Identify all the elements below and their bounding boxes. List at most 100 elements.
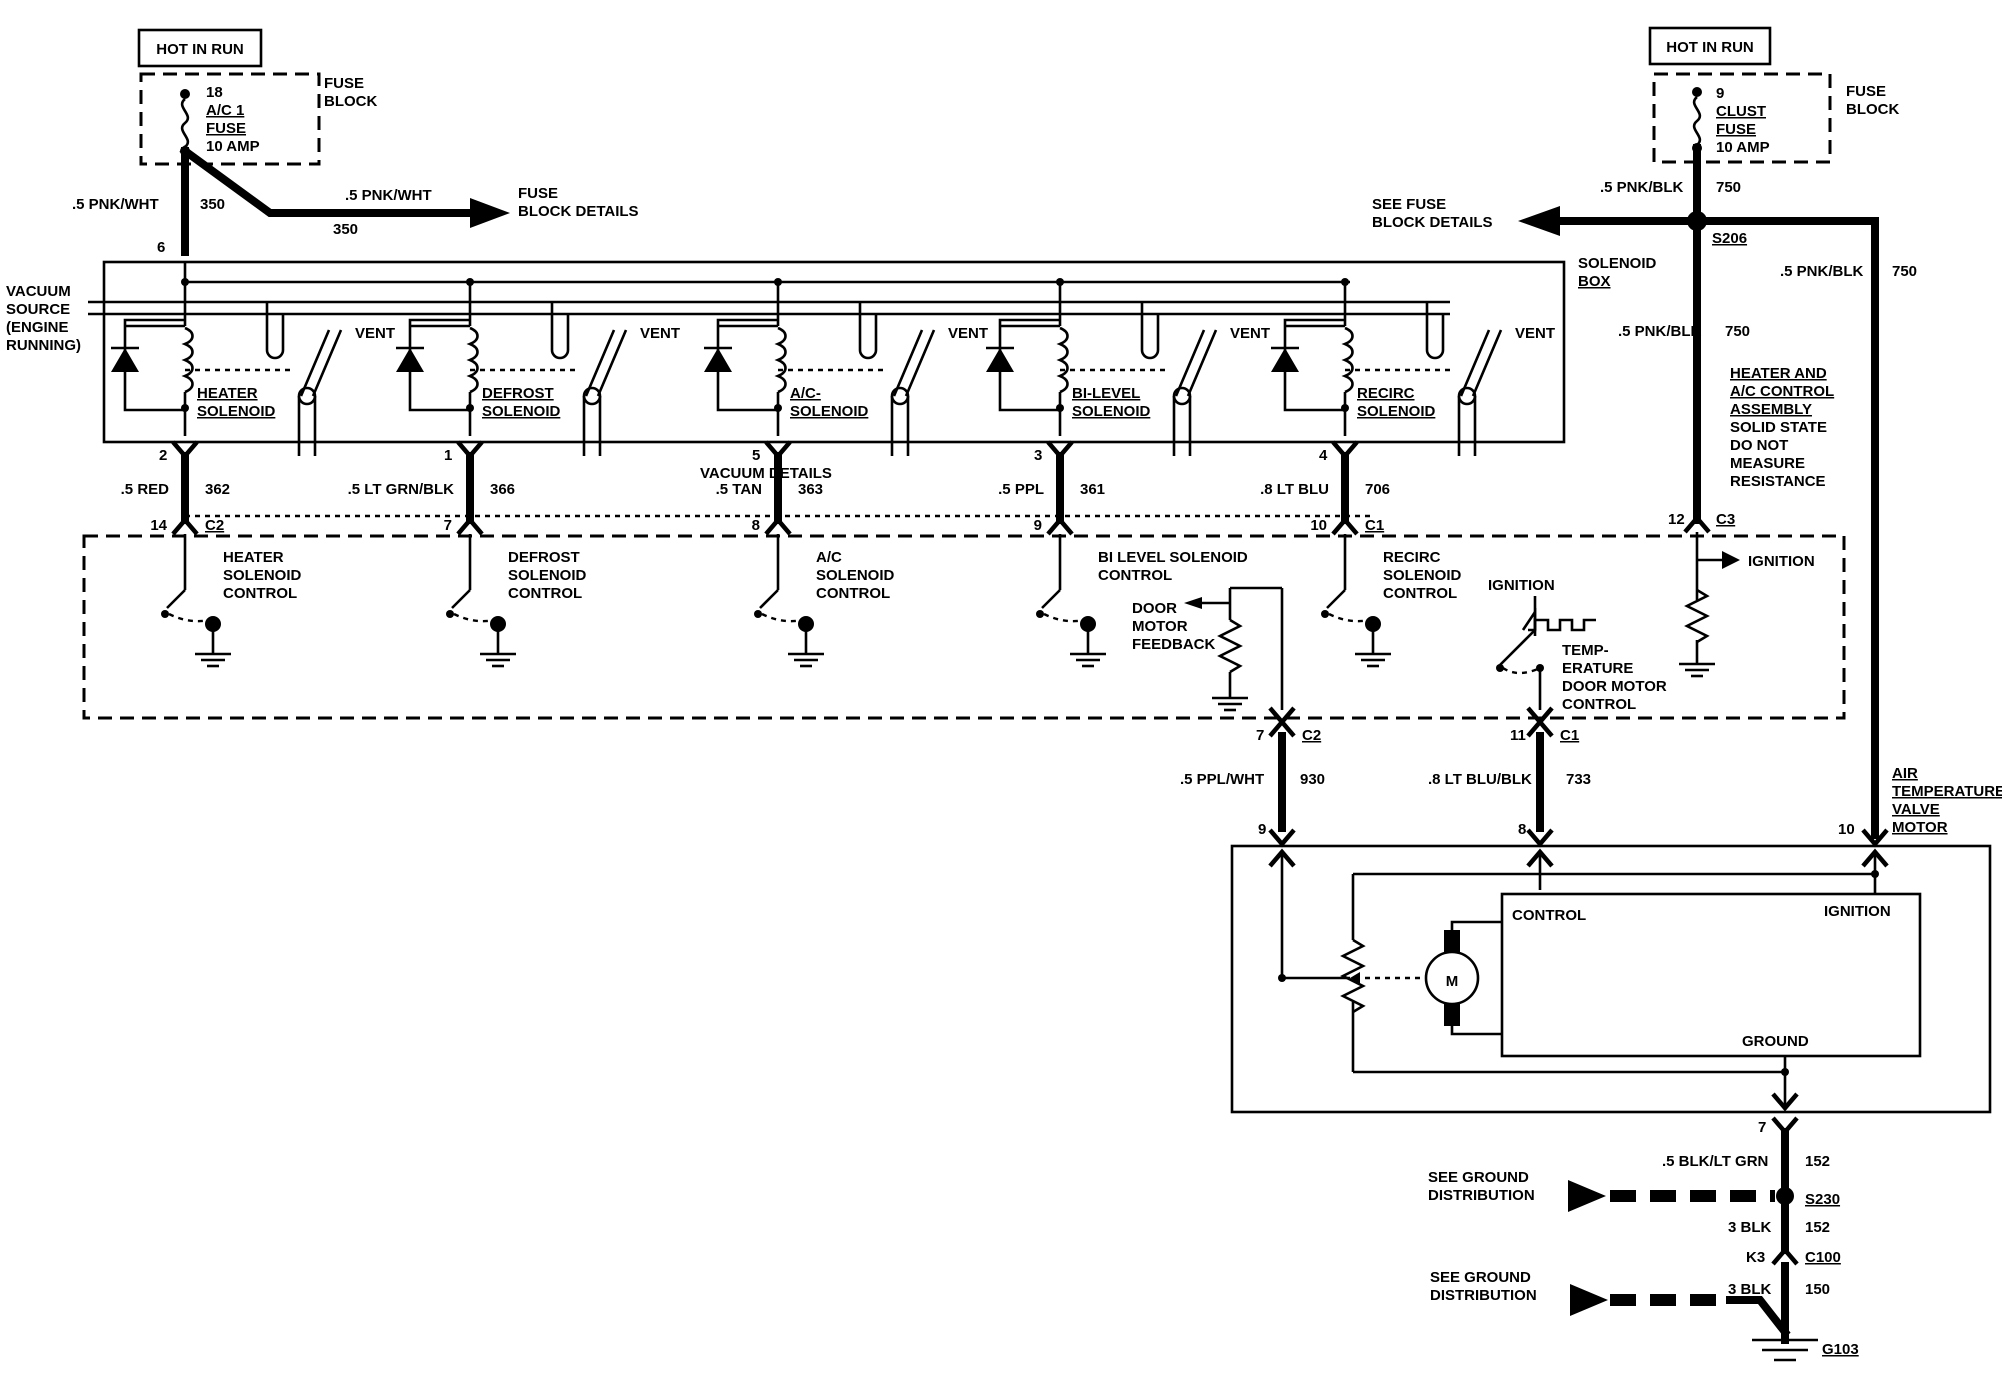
svg-text:SOLID STATE: SOLID STATE <box>1730 419 1827 436</box>
wire-color: .5 PPL <box>998 481 1044 498</box>
svg-text:3 BLK: 3 BLK <box>1728 1281 1772 1298</box>
svg-text:11: 11 <box>1510 727 1526 744</box>
svg-text:DISTRIBUTION: DISTRIBUTION <box>1428 1187 1535 1204</box>
svg-text:FUSE: FUSE <box>518 185 558 202</box>
control-label: CONTROL <box>508 585 582 602</box>
control-label: HEATER <box>223 549 284 566</box>
control-label: SOLENOID <box>1383 567 1462 584</box>
svg-text:G103: G103 <box>1822 1341 1859 1358</box>
hot-in-run-right: HOT IN RUN <box>1648 26 1772 66</box>
control-label: SOLENOID <box>508 567 587 584</box>
ground-circuit: 7 .5 BLK/LT GRN 152 S230 SEE GROUND DIST… <box>1428 1118 1859 1362</box>
svg-text:VALVE: VALVE <box>1892 801 1940 818</box>
svg-text:FEEDBACK: FEEDBACK <box>1132 636 1216 653</box>
svg-text:HOT IN RUN: HOT IN RUN <box>1666 39 1754 56</box>
svg-text:DOOR MOTOR: DOOR MOTOR <box>1562 678 1667 695</box>
svg-text:CLUST: CLUST <box>1716 103 1766 120</box>
solenoid-label: SOLENOID <box>1357 403 1436 420</box>
wire-color: .5 TAN <box>716 481 762 498</box>
svg-text:IGNITION: IGNITION <box>1488 577 1555 594</box>
svg-text:S206: S206 <box>1712 230 1747 247</box>
svg-text:K3: K3 <box>1746 1249 1765 1266</box>
wire-color: .5 LT GRN/BLK <box>348 481 455 498</box>
svg-text:9: 9 <box>1258 821 1266 838</box>
svg-text:ASSEMBLY: ASSEMBLY <box>1730 401 1812 418</box>
control-label: CONTROL <box>1098 567 1172 584</box>
svg-text:BLOCK DETAILS: BLOCK DETAILS <box>1372 214 1493 231</box>
solenoid-label: SOLENOID <box>790 403 869 420</box>
wire-number: 361 <box>1080 481 1105 498</box>
pin-number: 2 <box>159 447 167 464</box>
svg-text:12: 12 <box>1668 511 1685 528</box>
solenoid-name: A/C- <box>790 385 821 402</box>
solenoid-name: RECIRC <box>1357 385 1415 402</box>
connector-id: C2 <box>205 517 224 534</box>
solenoid-name: DEFROST <box>482 385 554 402</box>
svg-text:SEE FUSE: SEE FUSE <box>1372 196 1446 213</box>
svg-text:TEMPERATURE: TEMPERATURE <box>1892 783 2002 800</box>
svg-text:S230: S230 <box>1805 1191 1840 1208</box>
wire-color: .5 RED <box>121 481 170 498</box>
svg-text:A/C 1: A/C 1 <box>206 102 244 119</box>
svg-text:CONTROL: CONTROL <box>1512 907 1586 924</box>
svg-text:930: 930 <box>1300 771 1325 788</box>
svg-text:SEE GROUND: SEE GROUND <box>1428 1169 1529 1186</box>
vent-label: VENT <box>355 325 395 342</box>
svg-text:6: 6 <box>157 239 165 256</box>
svg-text:FUSE: FUSE <box>1846 83 1886 100</box>
svg-text:C100: C100 <box>1805 1249 1841 1266</box>
svg-text:150: 150 <box>1805 1281 1830 1298</box>
pin-number: 1 <box>444 447 452 464</box>
svg-text:GROUND: GROUND <box>1742 1033 1809 1050</box>
svg-text:.5 PNK/WHT: .5 PNK/WHT <box>345 187 432 204</box>
svg-text:FUSE: FUSE <box>1716 121 1756 138</box>
svg-text:VACUUM DETAILS: VACUUM DETAILS <box>700 465 832 482</box>
svg-text:350: 350 <box>200 196 225 213</box>
svg-text:750: 750 <box>1892 263 1917 280</box>
svg-text:BLOCK: BLOCK <box>324 93 377 110</box>
svg-text:10: 10 <box>1838 821 1855 838</box>
connector-pin: 8 <box>752 517 760 534</box>
solenoid-label: SOLENOID <box>1072 403 1151 420</box>
svg-text:AIR: AIR <box>1892 765 1918 782</box>
svg-text:C2: C2 <box>1302 727 1321 744</box>
svg-text:RESISTANCE: RESISTANCE <box>1730 473 1826 490</box>
control-label: RECIRC <box>1383 549 1441 566</box>
svg-text:DISTRIBUTION: DISTRIBUTION <box>1430 1287 1537 1304</box>
svg-text:DO NOT: DO NOT <box>1730 437 1788 454</box>
vent-label: VENT <box>1515 325 1555 342</box>
pin-number: 5 <box>752 447 760 464</box>
wire-number: 362 <box>205 481 230 498</box>
wire-930: 7 C2 .5 PPL/WHT 930 9 <box>1180 708 1325 844</box>
svg-text:ERATURE: ERATURE <box>1562 660 1633 677</box>
svg-text:M: M <box>1446 973 1459 990</box>
svg-text:IGNITION: IGNITION <box>1824 903 1891 920</box>
svg-text:152: 152 <box>1805 1219 1830 1236</box>
wire-number: 366 <box>490 481 515 498</box>
svg-text:MOTOR: MOTOR <box>1892 819 1948 836</box>
control-assembly: HEATER AND A/C CONTROL ASSEMBLY SOLID ST… <box>82 365 1846 720</box>
pin-number: 3 <box>1034 447 1042 464</box>
svg-text:FUSE: FUSE <box>324 75 364 92</box>
svg-text:FUSE: FUSE <box>206 120 246 137</box>
svg-text:RUNNING): RUNNING) <box>6 337 81 354</box>
svg-text:BLOCK: BLOCK <box>1846 101 1899 118</box>
svg-text:CONTROL: CONTROL <box>1562 696 1636 713</box>
svg-text:3 BLK: 3 BLK <box>1728 1219 1772 1236</box>
wire-733: 11 C1 .8 LT BLU/BLK 733 8 <box>1428 708 1591 844</box>
wire-color: .8 LT BLU <box>1260 481 1329 498</box>
svg-text:10 AMP: 10 AMP <box>206 138 260 155</box>
control-label: CONTROL <box>1383 585 1457 602</box>
svg-text:.5 PPL/WHT: .5 PPL/WHT <box>1180 771 1264 788</box>
connector-pin: 9 <box>1034 517 1042 534</box>
connector-id: C1 <box>1365 517 1384 534</box>
control-label: BI LEVEL SOLENOID <box>1098 549 1248 566</box>
svg-text:SOLENOID: SOLENOID <box>1578 255 1657 272</box>
svg-text:MOTOR: MOTOR <box>1132 618 1188 635</box>
vent-label: VENT <box>948 325 988 342</box>
fuse-18: 18 A/C 1 FUSE 10 AMP FUSE BLOCK <box>139 72 377 166</box>
svg-text:SOURCE: SOURCE <box>6 301 70 318</box>
